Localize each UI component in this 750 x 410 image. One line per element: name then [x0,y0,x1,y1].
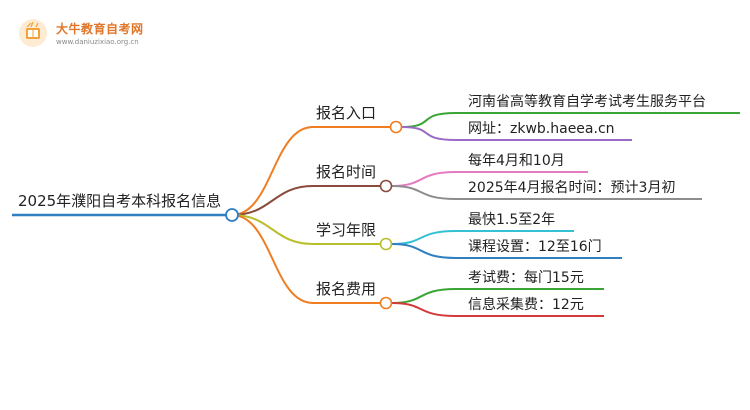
leaf-label[interactable]: 2025年4月报名时间：预计3月初 [468,179,675,196]
branch-label[interactable]: 报名费用 [316,280,376,298]
leaf-label[interactable]: 信息采集费：12元 [468,296,584,313]
branch-toggle-circle[interactable] [379,296,393,310]
branch-connector [231,126,314,216]
branch-label[interactable]: 报名时间 [316,163,376,181]
logo-title: 大牛教育自考网 [56,22,144,36]
leaf-connector [391,302,457,317]
book-logo-icon [19,19,47,47]
leaf-connector [391,288,457,304]
connector-layer [231,112,740,317]
leaf-connector [391,230,457,245]
leaf-connector [391,243,457,259]
site-logo[interactable]: 大牛教育自考网 www.daniuzixiao.org.cn [14,14,224,54]
leaf-connector [391,185,457,200]
leaf-connector [401,126,457,141]
branch-connector [231,214,314,245]
branch-toggle-circle[interactable] [389,120,403,134]
branch-toggle-circle[interactable] [379,179,393,193]
leaf-connector [401,112,457,128]
root-toggle-circle[interactable] [225,208,239,222]
leaf-connector [391,171,457,187]
logo-url: www.daniuzixiao.org.cn [56,38,139,46]
leaf-label[interactable]: 最快1.5至2年 [468,212,555,228]
leaf-label[interactable]: 考试费：每门15元 [468,270,584,286]
branch-label[interactable]: 学习年限 [316,221,376,239]
leaf-label[interactable]: 课程设置：12至16门 [468,239,602,255]
leaf-label[interactable]: 河南省高等教育自学考试考生服务平台 [468,93,706,110]
branch-label[interactable]: 报名入口 [316,104,376,122]
leaf-label[interactable]: 每年4月和10月 [468,153,565,169]
branch-connector [231,214,314,304]
leaf-label[interactable]: 网址：zkwb.haeea.cn [468,121,615,137]
node-layer: 2025年濮阳自考本科报名信息 报名入口 河南省高等教育自学考试考生服务平台网址：z… [12,93,706,313]
branch-toggle-circle[interactable] [379,237,393,251]
root-label[interactable]: 2025年濮阳自考本科报名信息 [18,192,221,210]
branch-connector [231,185,314,216]
